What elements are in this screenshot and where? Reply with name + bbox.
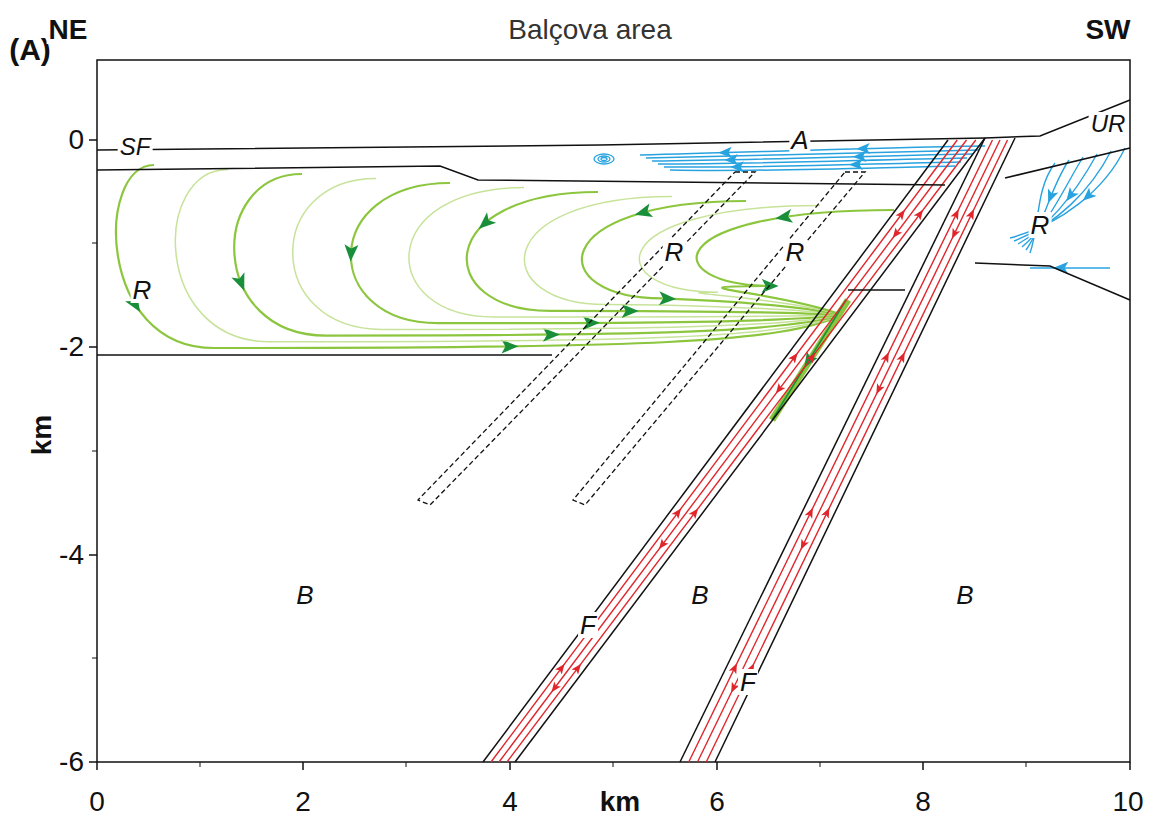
unit-label: R: [131, 277, 154, 303]
unit-label: A: [789, 127, 810, 153]
axis-label: 0: [66, 126, 86, 154]
flow-arrowhead: [633, 204, 653, 222]
axis-label: -4: [57, 541, 86, 569]
unit-label: UR: [1089, 112, 1128, 136]
axis-label: km: [28, 413, 56, 457]
unit-label: B: [294, 582, 315, 608]
axis-label: 0: [87, 788, 107, 816]
flow-arrowhead: [543, 328, 560, 342]
unit-label: F: [578, 612, 598, 638]
axis-label: 10: [1110, 788, 1145, 816]
flow-arrowhead: [805, 506, 817, 519]
flow-arrowhead: [1079, 188, 1097, 205]
flow-arrowhead: [821, 506, 833, 519]
flow-arrowhead: [774, 209, 793, 225]
unit-label: SF: [118, 135, 153, 159]
axis-ticks: [89, 140, 1130, 770]
layer-boundaries: [97, 100, 1130, 762]
flow-arrowhead: [950, 207, 962, 220]
axis-label: 8: [913, 788, 933, 816]
flow-arrowhead: [1043, 188, 1058, 205]
axis-label: 2: [293, 788, 313, 816]
axis-label: 6: [707, 788, 727, 816]
unit-label: F: [738, 669, 758, 695]
section-title: Balçova area: [506, 16, 673, 44]
flow-arrowhead: [797, 539, 809, 552]
flow-arrowhead: [881, 350, 893, 363]
axis-label: 4: [500, 788, 520, 816]
reservoir-flow-lines: [116, 165, 894, 420]
unit-label: R: [1029, 212, 1052, 238]
panel-label: NE: [47, 16, 90, 44]
flow-arrowhead: [873, 383, 885, 396]
axis-label: -2: [57, 333, 86, 361]
alluvium-flow-lines: [594, 143, 1125, 274]
flow-arrowhead: [659, 291, 677, 306]
flow-arrowhead: [622, 304, 639, 318]
axis-label: -6: [57, 748, 86, 776]
flow-arrowhead: [896, 350, 908, 363]
unit-label: R: [784, 239, 807, 265]
plot-frame: [97, 60, 1130, 762]
unit-label: B: [689, 582, 710, 608]
flow-arrowhead: [762, 279, 779, 293]
flow-arrowhead: [948, 228, 960, 241]
unit-label: R: [663, 239, 686, 265]
flow-arrowhead: [895, 207, 908, 220]
flow-arrowhead: [583, 316, 600, 330]
panel-label: SW: [1083, 16, 1132, 44]
flow-arrowhead: [889, 227, 902, 240]
flow-arrowhead: [474, 212, 496, 234]
axis-label: km: [598, 788, 642, 816]
unit-label: B: [954, 582, 975, 608]
dashed-zones: [418, 172, 865, 505]
flow-arrowhead: [344, 244, 359, 262]
flow-arrowhead: [231, 272, 250, 293]
